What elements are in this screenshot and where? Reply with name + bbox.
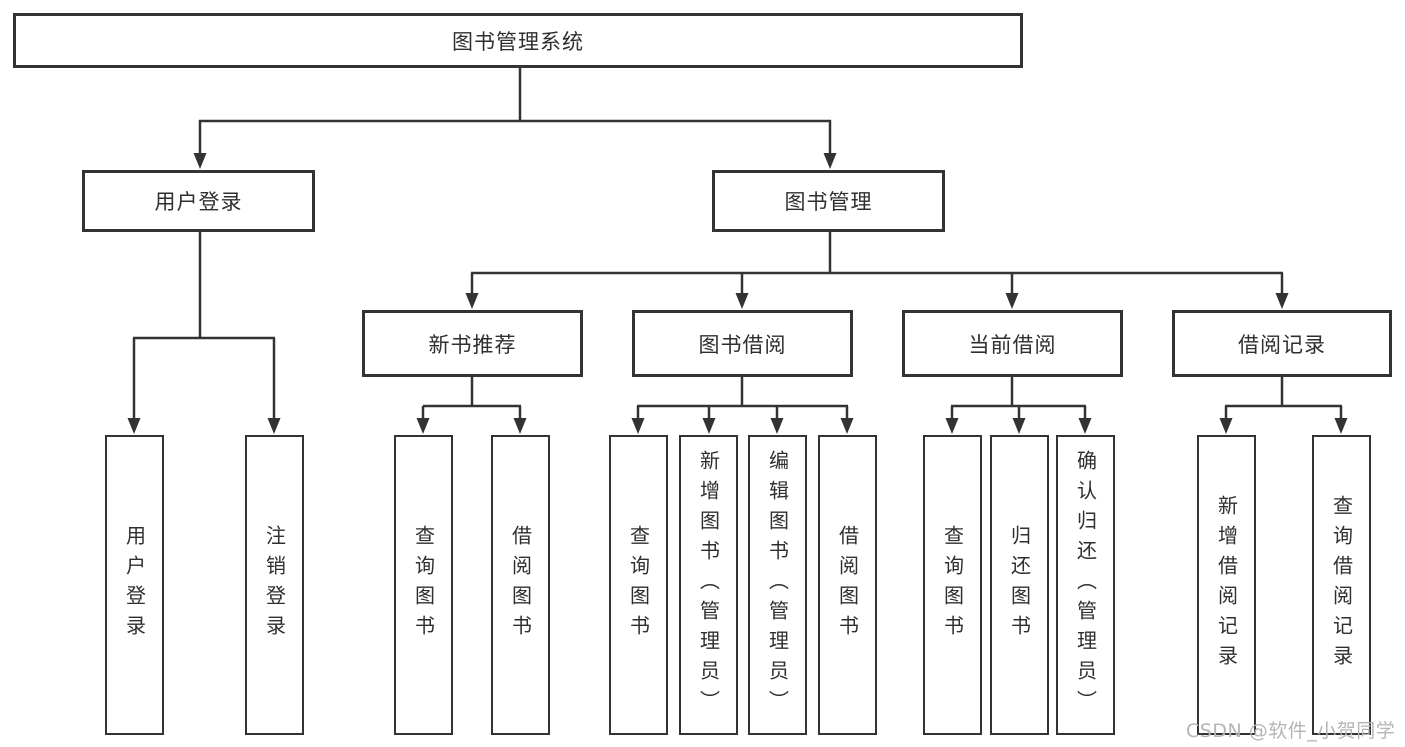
arrowhead-down-icon	[1219, 418, 1233, 434]
node-label-book-management: 图书管理	[784, 190, 873, 214]
node-root: 图书管理系统	[13, 13, 1023, 68]
node-borrow-record: 借阅记录	[1172, 310, 1392, 377]
arrowhead-down-icon	[193, 153, 207, 169]
arrowhead-down-icon	[735, 293, 749, 309]
node-add-book-admin: 新增图书（管理员）	[679, 435, 738, 735]
arrowhead-down-icon	[1005, 293, 1019, 309]
node-borrow-book-1: 借阅图书	[491, 435, 550, 735]
node-label-new-book-recommend: 新书推荐	[428, 332, 517, 357]
node-user-login-leaf: 用户登录	[105, 435, 164, 735]
arrowhead-down-icon	[465, 293, 479, 309]
arrowhead-down-icon	[1275, 293, 1289, 309]
node-book-management: 图书管理	[712, 170, 945, 232]
arrowhead-down-icon	[416, 418, 430, 434]
node-label-borrow-book-2: 借阅图书	[835, 525, 860, 645]
node-label-logout-leaf: 注销登录	[262, 525, 287, 645]
arrowhead-down-icon	[945, 418, 959, 434]
node-query-borrow-record: 查询借阅记录	[1312, 435, 1371, 735]
arrowhead-down-icon	[823, 153, 837, 169]
arrowhead-down-icon	[1334, 418, 1348, 434]
node-label-confirm-return-admin: 确认归还（管理员）	[1073, 450, 1098, 720]
arrowhead-down-icon	[513, 418, 527, 434]
node-label-borrow-record: 借阅记录	[1238, 332, 1326, 357]
node-query-book-2: 查询图书	[609, 435, 668, 735]
node-label-borrow-book-1: 借阅图书	[508, 525, 533, 645]
arrowhead-down-icon	[631, 418, 645, 434]
node-query-book-3: 查询图书	[923, 435, 982, 735]
arrowhead-down-icon	[267, 418, 281, 434]
node-label-query-borrow-record: 查询借阅记录	[1329, 495, 1354, 675]
node-label-query-book-2: 查询图书	[626, 525, 651, 645]
node-confirm-return-admin: 确认归还（管理员）	[1056, 435, 1115, 735]
node-borrow-book-2: 借阅图书	[818, 435, 877, 735]
watermark: CSDN @软件_小贺同学	[1186, 720, 1396, 742]
node-user-login: 用户登录	[82, 170, 315, 232]
node-label-query-book-3: 查询图书	[940, 525, 965, 645]
arrowhead-down-icon	[1012, 418, 1026, 434]
node-label-edit-book-admin: 编辑图书（管理员）	[765, 450, 790, 720]
node-edit-book-admin: 编辑图书（管理员）	[748, 435, 807, 735]
arrowhead-down-icon	[702, 418, 716, 434]
arrowhead-down-icon	[1078, 418, 1092, 434]
node-new-book-recommend: 新书推荐	[362, 310, 583, 377]
node-label-add-borrow-record: 新增借阅记录	[1214, 495, 1239, 675]
node-return-book: 归还图书	[990, 435, 1049, 735]
arrowhead-down-icon	[770, 418, 784, 434]
node-label-query-book-1: 查询图书	[411, 525, 436, 645]
node-label-current-borrow: 当前借阅	[968, 332, 1057, 357]
node-add-borrow-record: 新增借阅记录	[1197, 435, 1256, 735]
node-label-book-borrow: 图书借阅	[698, 332, 787, 357]
node-label-add-book-admin: 新增图书（管理员）	[696, 450, 721, 720]
node-label-root: 图书管理系统	[452, 29, 584, 54]
node-label-user-login: 用户登录	[154, 190, 243, 214]
arrowhead-down-icon	[840, 418, 854, 434]
node-label-user-login-leaf: 用户登录	[122, 525, 147, 645]
node-query-book-1: 查询图书	[394, 435, 453, 735]
node-label-return-book: 归还图书	[1007, 525, 1032, 645]
node-logout-leaf: 注销登录	[245, 435, 304, 735]
node-current-borrow: 当前借阅	[902, 310, 1123, 377]
node-book-borrow: 图书借阅	[632, 310, 853, 377]
arrowhead-down-icon	[127, 418, 141, 434]
